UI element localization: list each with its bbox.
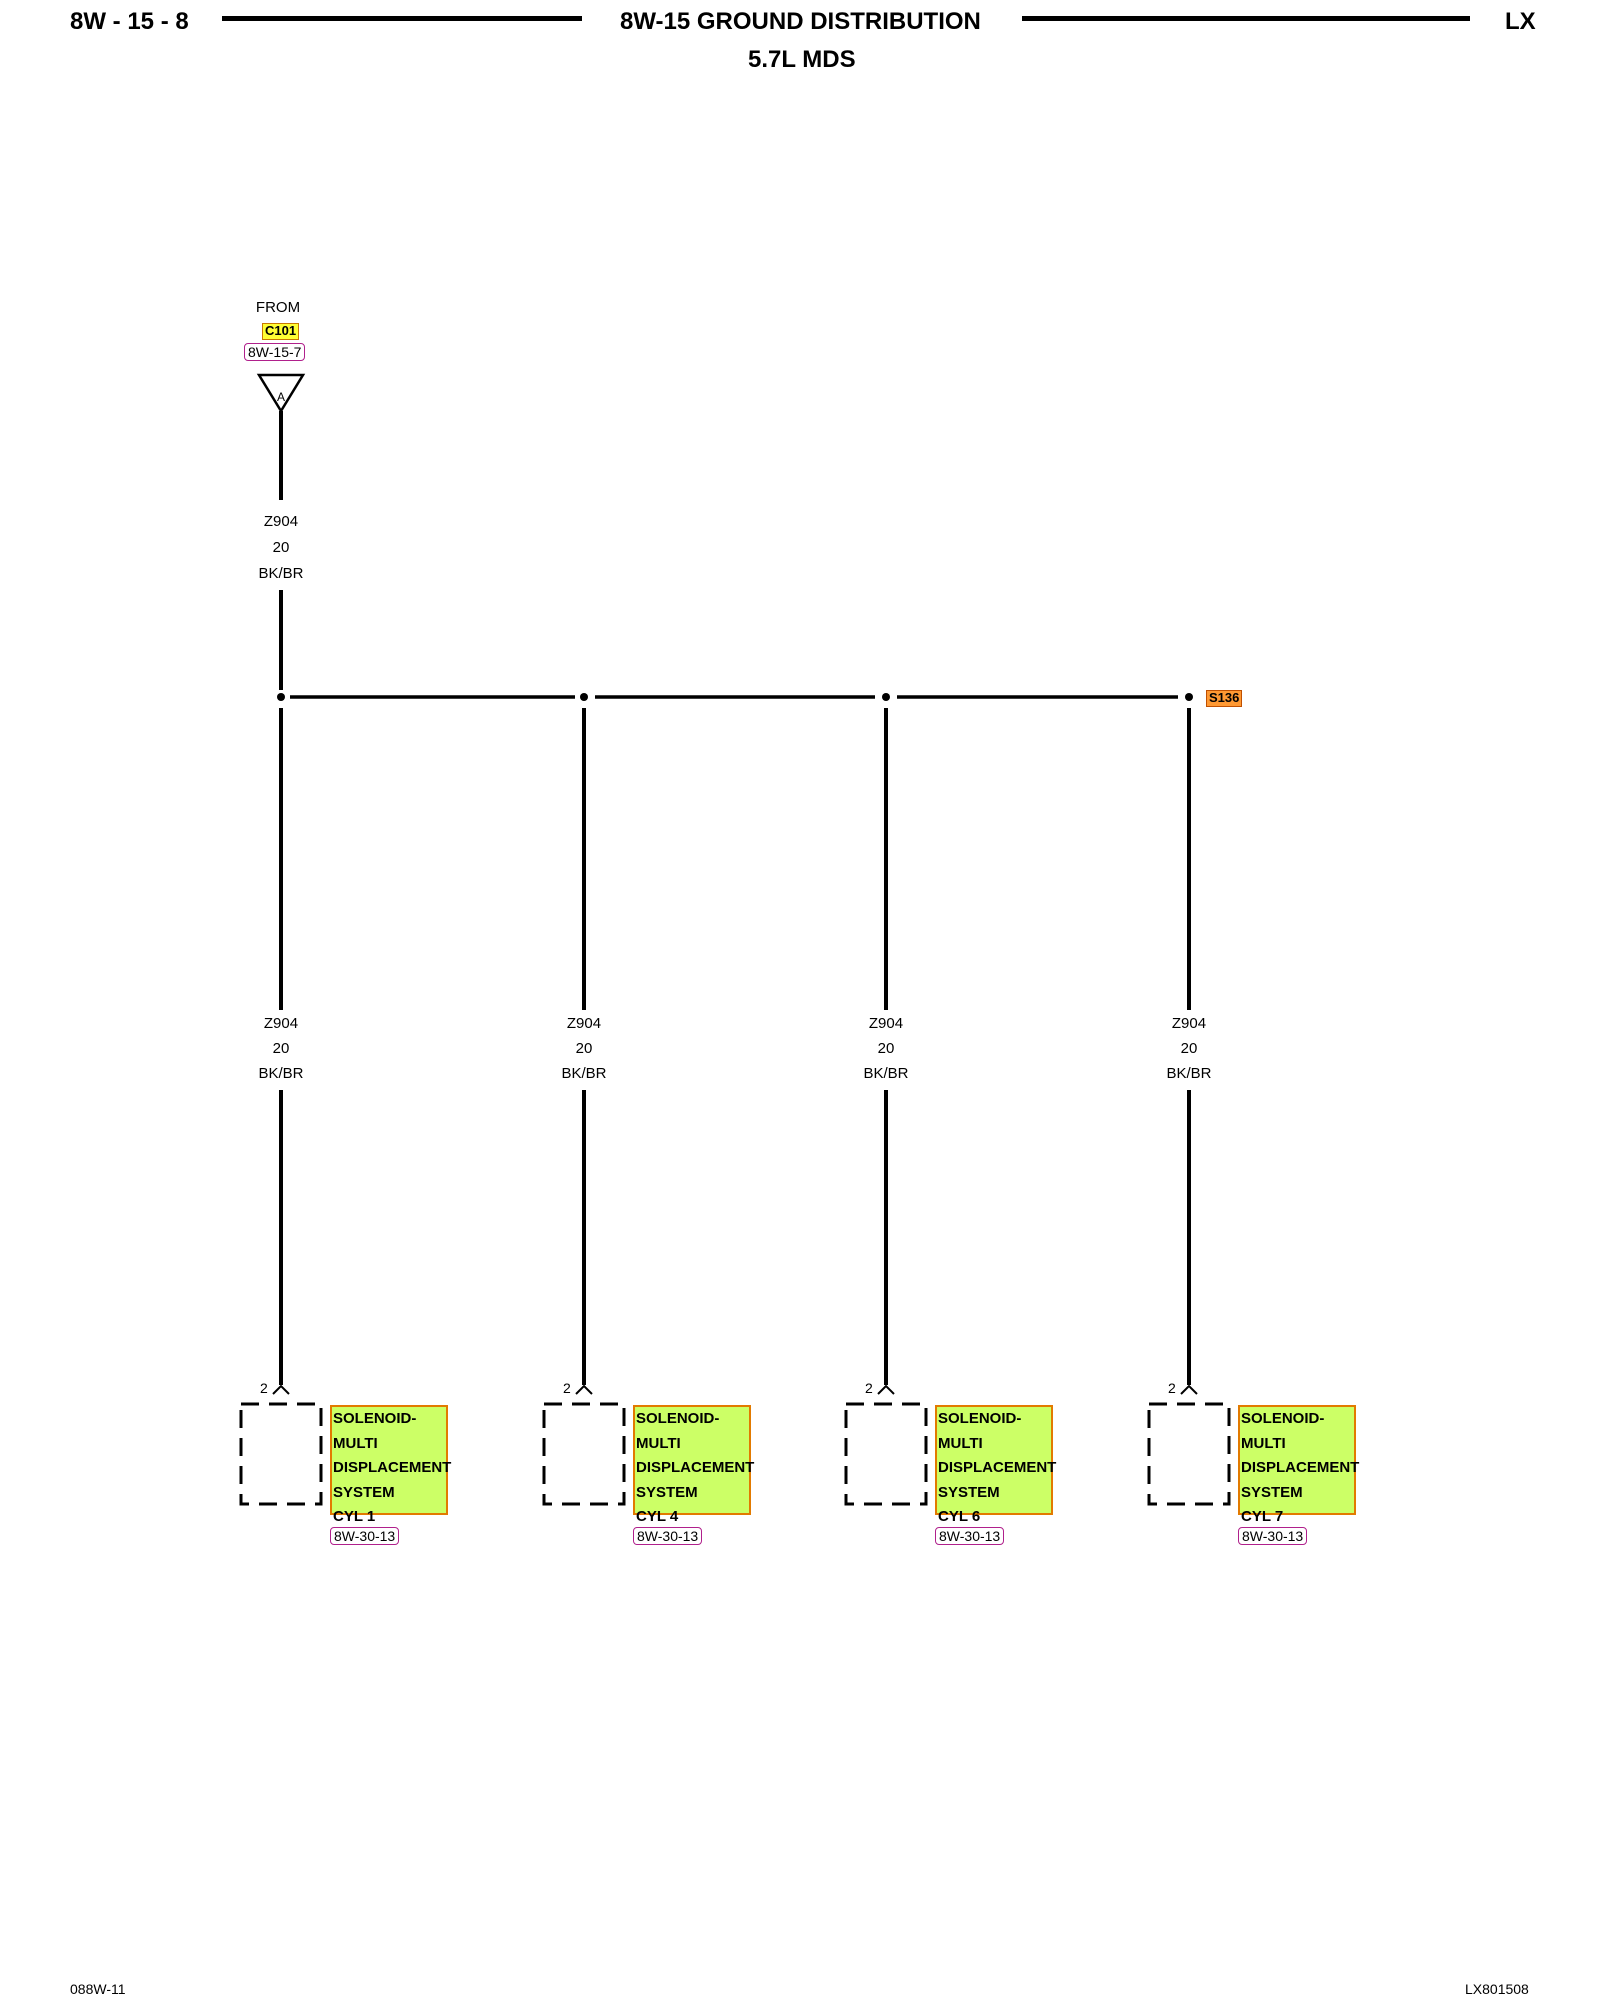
component-label-line: MULTI [636, 1434, 681, 1452]
splice-dot [277, 693, 285, 701]
footer-left-code: 088W-11 [70, 1981, 126, 1997]
connector-a-symbol [256, 373, 306, 414]
connector-c101-tag[interactable]: C101 [262, 323, 300, 340]
splice-dot [1185, 693, 1193, 701]
branch-wire-1 [239, 708, 323, 1506]
component-ref-link[interactable]: 8W-30-13 [330, 1527, 400, 1546]
pin-number: 2 [260, 1380, 268, 1396]
branch-wire-2 [542, 708, 626, 1506]
component-label-line: CYL 6 [938, 1508, 981, 1525]
component-label-line: MULTI [1241, 1434, 1286, 1452]
branch-wire-3 [844, 708, 928, 1506]
page-code: 8W - 15 - 8 [70, 8, 189, 35]
component-label-line: SYSTEM [1241, 1483, 1303, 1501]
component-label-line: CYL 4 [636, 1508, 679, 1525]
branch-color: BK/BR [1166, 1065, 1212, 1082]
component-label-line: MULTI [333, 1434, 378, 1452]
branch-color: BK/BR [561, 1065, 607, 1082]
page-title: 8W-15 GROUND DISTRIBUTION [620, 8, 981, 35]
feed-wire-gauge: 20 [272, 539, 290, 556]
footer-right-code: LX801508 [1465, 1981, 1529, 1997]
splice-dot [882, 693, 890, 701]
component-label-line: DISPLACEMENT [333, 1459, 452, 1476]
component-label-line: CYL 7 [1241, 1508, 1284, 1525]
source-ref-link[interactable]: 8W-15-7 [244, 343, 306, 362]
component-label-line: SYSTEM [938, 1483, 1000, 1501]
branch-circuit: Z904 [868, 1015, 904, 1032]
branch-gauge: 20 [877, 1040, 895, 1057]
page-subtitle: 5.7L MDS [748, 46, 856, 73]
solenoid-cyl-4[interactable]: SOLENOID- MULTI DISPLACEMENT SYSTEM CYL … [633, 1405, 755, 1525]
component-label-line: DISPLACEMENT [636, 1459, 755, 1476]
component-ref-link[interactable]: 8W-30-13 [935, 1527, 1005, 1546]
pin-number: 2 [1168, 1380, 1176, 1396]
component-label-line: SOLENOID- [333, 1410, 417, 1427]
component-ref-link[interactable]: 8W-30-13 [1238, 1527, 1308, 1546]
component-label-line: SOLENOID- [938, 1410, 1022, 1427]
splice-s136-tag[interactable]: S136 [1206, 690, 1243, 707]
component-label-line: DISPLACEMENT [938, 1459, 1057, 1476]
branch-circuit: Z904 [263, 1015, 299, 1032]
model-code: LX [1505, 8, 1536, 35]
branch-circuit: Z904 [1171, 1015, 1207, 1032]
component-label-line: SOLENOID- [636, 1410, 720, 1427]
branch-color: BK/BR [258, 1065, 304, 1082]
component-ref-link[interactable]: 8W-30-13 [633, 1527, 703, 1546]
component-label-line: CYL 1 [333, 1508, 376, 1525]
feed-wire-color: BK/BR [258, 565, 304, 582]
from-label: FROM [255, 299, 301, 316]
branch-gauge: 20 [272, 1040, 290, 1057]
header-rule-left [222, 16, 582, 21]
branch-gauge: 20 [1180, 1040, 1198, 1057]
solenoid-cyl-1[interactable]: SOLENOID- MULTI DISPLACEMENT SYSTEM CYL … [330, 1405, 452, 1525]
branch-circuit: Z904 [566, 1015, 602, 1032]
splice-dot [580, 693, 588, 701]
component-label-line: SYSTEM [333, 1483, 395, 1501]
component-label-line: SOLENOID- [1241, 1410, 1325, 1427]
branch-gauge: 20 [575, 1040, 593, 1057]
component-label-line: MULTI [938, 1434, 983, 1452]
feed-wire-circuit: Z904 [263, 513, 299, 530]
branch-color: BK/BR [863, 1065, 909, 1082]
branch-wire-4 [1147, 708, 1231, 1506]
component-label-line: DISPLACEMENT [1241, 1459, 1360, 1476]
pin-number: 2 [563, 1380, 571, 1396]
component-label-line: SYSTEM [636, 1483, 698, 1501]
solenoid-cyl-6[interactable]: SOLENOID- MULTI DISPLACEMENT SYSTEM CYL … [935, 1405, 1057, 1525]
pin-number: 2 [865, 1380, 873, 1396]
header-rule-right [1022, 16, 1470, 21]
solenoid-cyl-7[interactable]: SOLENOID- MULTI DISPLACEMENT SYSTEM CYL … [1238, 1405, 1360, 1525]
connector-cavity-label: A [277, 390, 285, 404]
